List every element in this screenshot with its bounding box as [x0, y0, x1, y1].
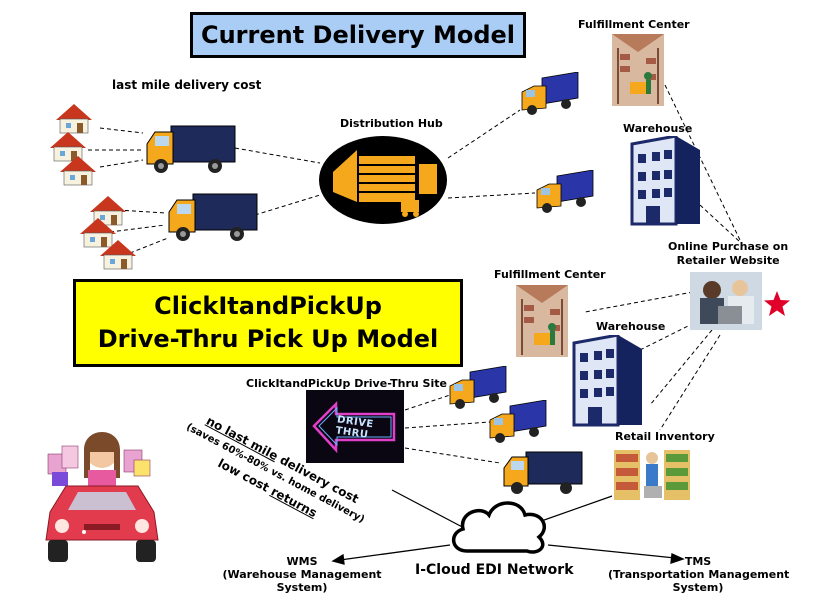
fulfillment-center-icon	[516, 285, 568, 357]
cloud-icon	[452, 501, 546, 554]
last-mile-cost-label: last mile delivery cost	[112, 78, 262, 92]
house-icon	[80, 218, 116, 248]
house-icon	[50, 132, 86, 162]
truck-icon	[536, 170, 594, 213]
delivery-truck-icon	[503, 451, 583, 494]
house-icon	[56, 104, 92, 134]
tms-label: TMS (Transportation Management System)	[608, 555, 790, 594]
house-icon	[60, 156, 96, 186]
house-icon	[100, 240, 136, 270]
drive-thru-site-label: ClickItandPickUp Drive-Thru Site	[246, 377, 447, 390]
car-shopper-icon	[45, 432, 159, 562]
fulfillment-center-icon	[612, 34, 664, 106]
houses-group-top	[50, 104, 96, 186]
delivery-truck-icon	[168, 193, 258, 241]
retail-inventory-icon	[612, 446, 692, 504]
houses-group-bottom	[80, 196, 136, 270]
star-icon	[764, 291, 790, 316]
truck-icon	[521, 72, 579, 115]
wms-label: WMS (Warehouse Management System)	[222, 555, 382, 594]
truck-icon	[449, 366, 507, 409]
retail-inventory-label: Retail Inventory	[615, 430, 715, 443]
current-model-title: Current Delivery Model	[190, 12, 526, 58]
fulfillment-center-top-label: Fulfillment Center	[578, 18, 690, 31]
shopping-bags	[47, 445, 151, 477]
icloud-network-label: I-Cloud EDI Network	[415, 562, 574, 578]
warehouse-top-label: Warehouse	[623, 122, 693, 135]
online-purchase-photo	[690, 272, 762, 330]
warehouse-mid-label: Warehouse	[596, 320, 666, 333]
warehouse-building-icon	[572, 335, 642, 427]
drive-thru-sign: DRIVE THRU	[306, 390, 404, 463]
warehouse-building-icon	[630, 136, 700, 226]
drive-thru-arrow-icon	[312, 400, 396, 454]
online-purchase-label: Online Purchase on Retailer Website	[668, 240, 789, 267]
delivery-truck-icon	[146, 125, 236, 173]
distribution-hub-label: Distribution Hub	[340, 117, 443, 130]
fulfillment-center-mid-label: Fulfillment Center	[494, 268, 606, 281]
pickup-model-title: ClickItandPickUp Drive-Thru Pick Up Mode…	[73, 279, 463, 367]
truck-icon	[489, 400, 547, 443]
distribution-hub-icon	[319, 136, 447, 224]
